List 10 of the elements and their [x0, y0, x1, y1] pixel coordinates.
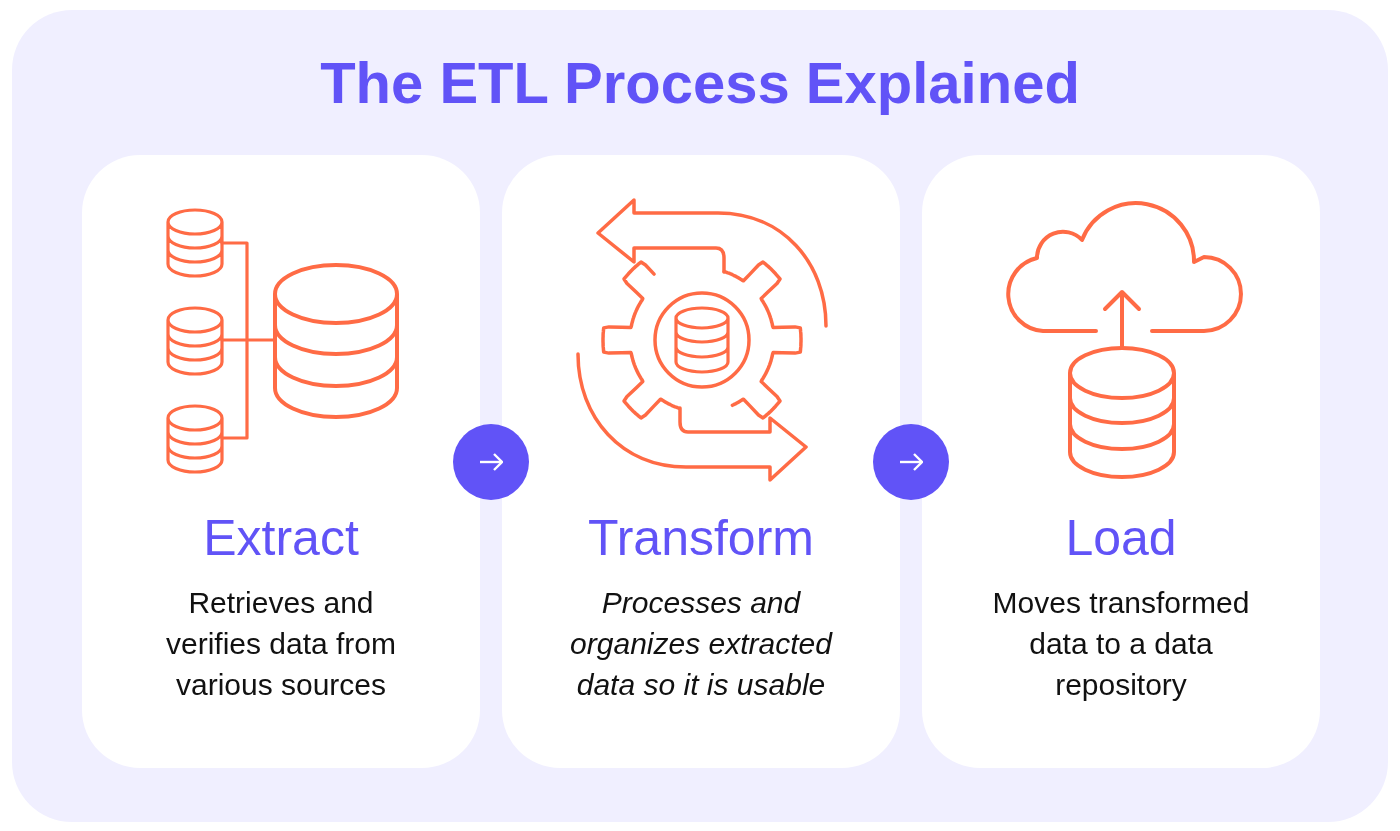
step-card — [502, 155, 900, 768]
step-description: Retrieves and verifies data from various sources — [164, 585, 398, 703]
step-card — [82, 155, 480, 768]
step-description: Processes and organizes extracted data so it is usable — [569, 585, 834, 703]
step-title: Load — [1065, 510, 1177, 567]
step-title: Extract — [203, 510, 359, 567]
step-title: Transform — [588, 510, 814, 567]
step-description: Moves transformed data to a data repository — [991, 585, 1251, 703]
step-card — [922, 155, 1320, 768]
page-title: The ETL Process Explained — [320, 50, 1080, 116]
